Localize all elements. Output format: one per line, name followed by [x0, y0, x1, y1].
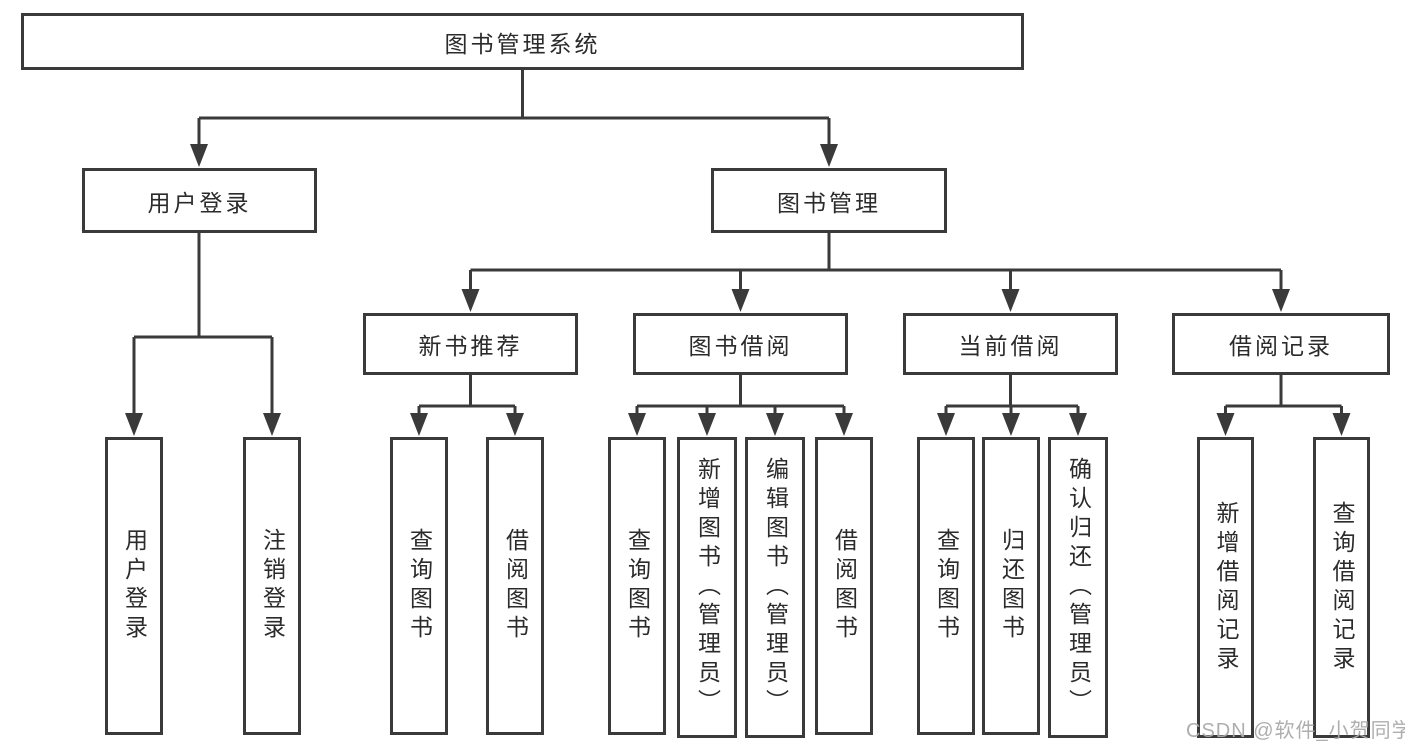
node-query-borrow-record: 查询借阅记录 — [1313, 437, 1370, 738]
node-borrow-books-action-label: 借阅图书 — [831, 528, 858, 644]
node-query-books-recommend-label: 查询图书 — [406, 528, 433, 644]
node-add-books-admin-label: 新增图书（管理员） — [694, 457, 721, 718]
node-query-books-current: 查询图书 — [917, 437, 975, 735]
node-root: 图书管理系统 — [21, 13, 1024, 70]
node-query-books-recommend: 查询图书 — [390, 437, 448, 735]
node-add-borrow-record: 新增借阅记录 — [1197, 437, 1254, 738]
node-user-login-action-label: 用户登录 — [121, 528, 148, 644]
node-current-borrow-label: 当前借阅 — [958, 333, 1063, 359]
node-query-books-current-label: 查询图书 — [933, 528, 960, 644]
node-add-books-admin: 新增图书（管理员） — [677, 437, 737, 738]
node-borrow-records-label: 借阅记录 — [1229, 333, 1333, 359]
node-edit-books-admin-label: 编辑图书（管理员） — [762, 457, 789, 718]
node-borrow-books-recommend-label: 借阅图书 — [502, 528, 529, 644]
node-return-books-label: 归还图书 — [998, 528, 1025, 644]
node-root-label: 图书管理系统 — [444, 30, 601, 57]
node-query-books-borrow: 查询图书 — [608, 437, 666, 735]
node-query-books-borrow-label: 查询图书 — [624, 528, 651, 644]
node-new-book-recommend-label: 新书推荐 — [418, 333, 523, 359]
node-add-borrow-record-label: 新增借阅记录 — [1213, 500, 1239, 675]
node-user-login-action: 用户登录 — [105, 437, 163, 735]
node-new-book-recommend: 新书推荐 — [363, 313, 578, 375]
node-borrow-records: 借阅记录 — [1172, 313, 1390, 375]
node-confirm-return-admin-label: 确认归还（管理员） — [1065, 457, 1092, 718]
node-current-borrow: 当前借阅 — [903, 313, 1118, 375]
node-user-login: 用户登录 — [82, 168, 317, 233]
node-book-borrow-label: 图书借阅 — [688, 333, 793, 359]
node-return-books: 归还图书 — [982, 437, 1040, 735]
node-user-login-label: 用户登录 — [147, 189, 252, 216]
node-borrow-books-recommend: 借阅图书 — [486, 437, 544, 735]
node-book-borrow: 图书借阅 — [633, 313, 848, 375]
node-book-management: 图书管理 — [711, 168, 947, 233]
node-book-management-label: 图书管理 — [777, 189, 881, 216]
node-logout-action: 注销登录 — [243, 437, 301, 735]
node-edit-books-admin: 编辑图书（管理员） — [745, 437, 805, 738]
node-query-borrow-record-label: 查询借阅记录 — [1329, 500, 1355, 675]
node-logout-action-label: 注销登录 — [259, 528, 286, 644]
node-borrow-books-action: 借阅图书 — [815, 437, 873, 735]
node-confirm-return-admin: 确认归还（管理员） — [1048, 437, 1108, 738]
